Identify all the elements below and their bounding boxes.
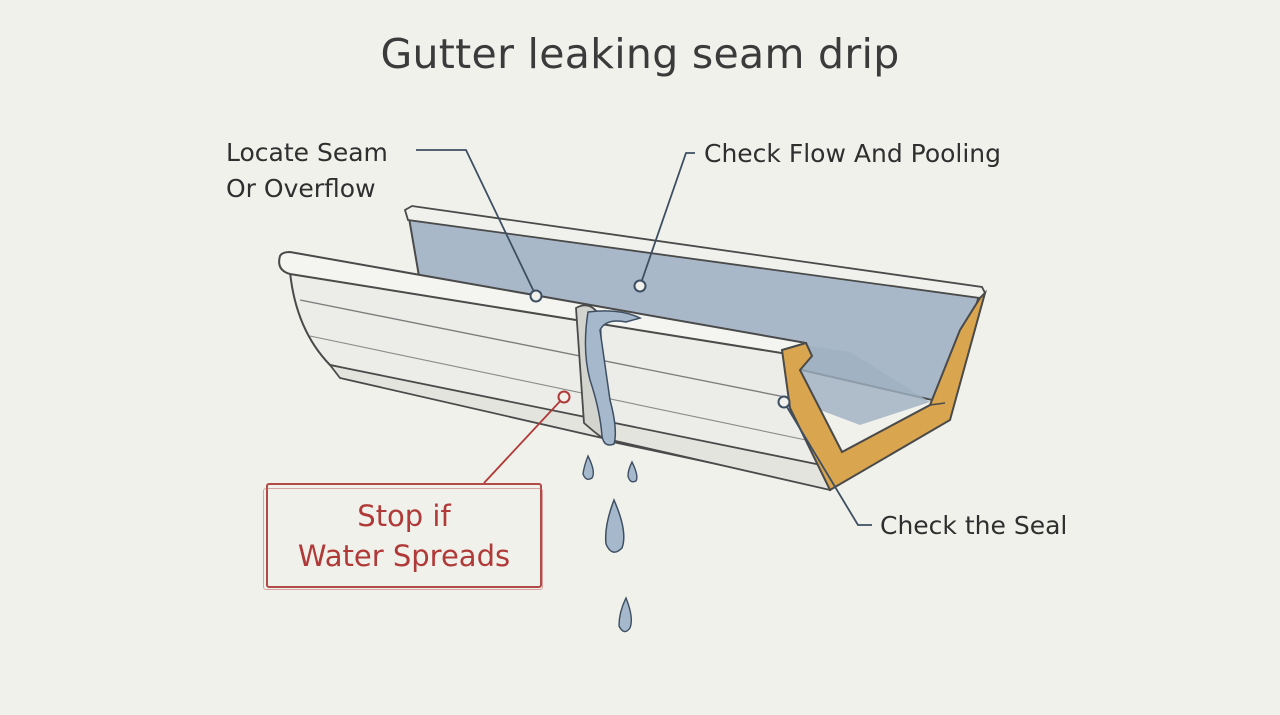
gutter-inner-trough-edge xyxy=(799,369,946,454)
callout-line-seal xyxy=(783,401,872,526)
warning-box: Stop if Water Spreads xyxy=(263,483,543,590)
label-locate-seam: Locate Seam Or Overflow xyxy=(226,135,388,207)
gutter-ridge-line xyxy=(299,299,801,401)
label-locate-line1: Locate Seam xyxy=(226,138,388,167)
label-locate-line2: Or Overflow xyxy=(226,174,376,203)
warning-text: Stop if Water Spreads xyxy=(298,496,510,576)
callout-line-flow xyxy=(639,152,695,287)
water-drip-2 xyxy=(627,460,638,483)
callout-line-locate xyxy=(416,149,537,297)
label-check-flow: Check Flow And Pooling xyxy=(704,139,1002,168)
callout-dot-warning xyxy=(557,390,571,404)
warning-line2: Water Spreads xyxy=(297,538,511,573)
callout-dot-flow xyxy=(633,279,647,293)
gutter-cut-end xyxy=(780,289,987,492)
diagram-title: Gutter leaking seam drip xyxy=(380,30,900,78)
water-drip-3 xyxy=(604,498,625,553)
callout-dot-locate xyxy=(529,289,543,303)
label-check-seal: Check the Seal xyxy=(880,511,1068,540)
water-drip-4 xyxy=(618,596,633,633)
gutter-ridge-line-2 xyxy=(309,335,807,441)
seam-leak-water xyxy=(584,310,643,446)
callout-line-warning xyxy=(483,396,565,484)
water-drip-1 xyxy=(582,454,595,481)
callout-dot-seal xyxy=(777,395,791,409)
warning-line1: Stop if xyxy=(357,498,451,533)
